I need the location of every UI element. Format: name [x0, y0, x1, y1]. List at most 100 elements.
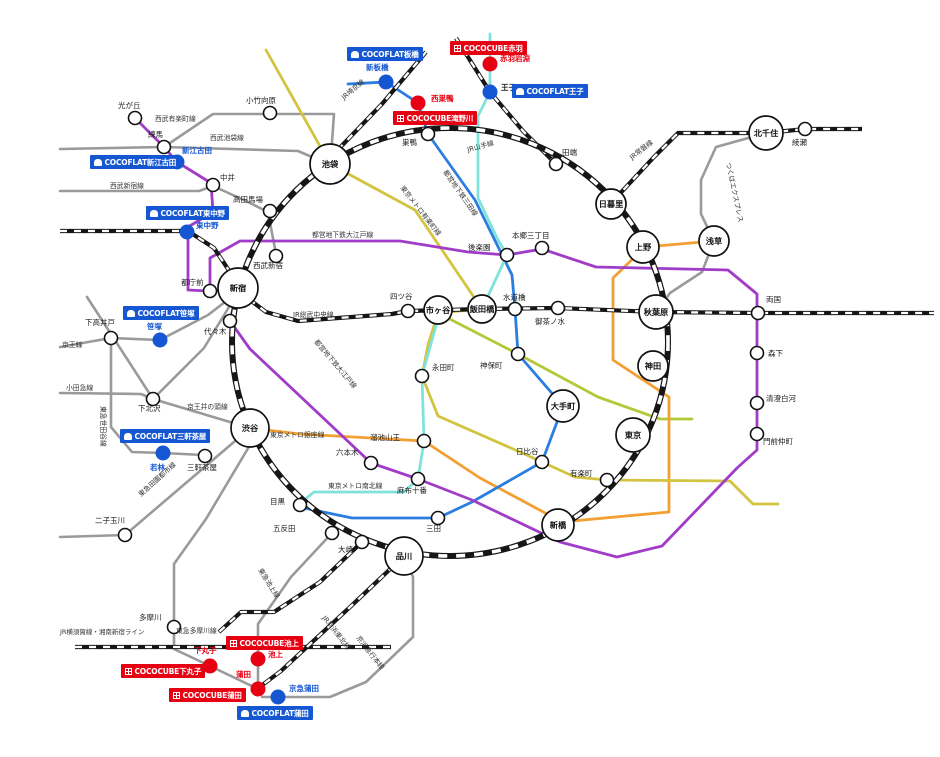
cocoflat-badge: COCOFLAT王子 [512, 84, 588, 98]
station-name-label: 巣鴨 [402, 137, 417, 147]
station-name-label: 麻布十番 [397, 485, 427, 495]
station-dot [166, 619, 182, 635]
line-yurakucho [264, 48, 780, 506]
station-dot [363, 455, 379, 471]
station-label: 飯田橋 [469, 304, 495, 314]
station-name-label: 御茶ノ水 [535, 316, 565, 326]
station-dot [467, 294, 497, 324]
cocoflat-logo-icon [241, 709, 249, 717]
badge-label: COCOFLAT三軒茶屋 [134, 431, 207, 441]
station-dot-blue [378, 74, 394, 90]
line-name-label: 東京メトロ銀座線 [270, 430, 325, 439]
station-dot-red [250, 681, 266, 697]
line-tokyu-tamagawa [172, 625, 260, 691]
station-dot-red [250, 651, 266, 667]
station-dot [430, 510, 446, 526]
station-name-label: 東中野 [196, 220, 219, 230]
station-label: 市ヶ谷 [426, 305, 451, 315]
station-name-label: 三軒茶屋 [187, 462, 217, 472]
station-dot [292, 497, 308, 513]
station-label: 北千住 [754, 128, 779, 138]
badge-label: COCOCUBE赤羽 [463, 43, 523, 53]
cocoflat-badge: COCOFLAT蒲田 [237, 706, 313, 720]
cococube-badge: COCOCUBE池上 [226, 636, 303, 650]
station-dot [637, 350, 669, 382]
station-dot-red [482, 56, 498, 72]
station-name-label: 神保町 [480, 360, 503, 370]
line-name-label: つくばエクスプレス [724, 162, 746, 224]
badge-label: COCOCUBE滝野川 [406, 113, 474, 123]
badge-label: COCOCUBE池上 [239, 638, 299, 648]
station-name-label: 四ツ谷 [390, 292, 413, 301]
station-name-label: 下丸子 [194, 645, 217, 655]
line-oedo-ring [208, 239, 759, 559]
line-name-label: 西武池袋線 [210, 133, 244, 142]
station-dot-red [410, 95, 426, 111]
station-dot [749, 395, 765, 411]
station-dot [384, 536, 424, 576]
badge-label: COCOFLAT笹塚 [137, 308, 195, 318]
cococube-badge: COCOCUBE下丸子 [121, 664, 205, 678]
line-name-label: 東急多摩川線 [176, 626, 217, 635]
station-name-label: 三田 [426, 524, 441, 533]
station-dot [202, 283, 218, 299]
station-label: 東京 [625, 430, 641, 440]
station-dot [420, 126, 436, 142]
station-label: 上野 [635, 242, 652, 252]
station-name-label: 練馬 [148, 129, 163, 139]
station-name-label: 二子玉川 [95, 516, 125, 525]
line-toyoko [172, 443, 252, 629]
station-name-label: 蒲田 [236, 669, 251, 679]
station-dot [548, 156, 564, 172]
station-name-label: 西巣鴨 [431, 93, 454, 103]
station-name-label: 笹塚 [147, 321, 162, 331]
station-dot [595, 188, 627, 220]
cocoflat-logo-icon [94, 158, 102, 166]
badge-label: COCOFLAT板橋 [361, 49, 419, 59]
cococube-badge: COCOCUBE滝野川 [393, 111, 477, 125]
station-dot [222, 313, 238, 329]
station-dot [510, 346, 526, 362]
line-name-label: JR山手線 [465, 138, 495, 154]
cocoflat-badge: COCOFLAT板橋 [347, 47, 423, 61]
station-name-label: 光が丘 [118, 100, 141, 110]
station-name-label: 京急蒲田 [289, 683, 319, 693]
station-name-label: 下北沢 [138, 404, 161, 413]
station-name-label: 王子 [501, 83, 516, 92]
station-dot-blue [482, 84, 498, 100]
station-dot [117, 527, 133, 543]
station-name-label: 両国 [766, 295, 781, 304]
station-name-label: 清澄白河 [766, 393, 796, 403]
station-name-label: 森下 [768, 348, 783, 358]
cococube-logo-icon [397, 114, 404, 122]
station-name-label: 有楽町 [570, 468, 593, 478]
station-label: 新宿 [230, 283, 246, 293]
line-name-label: 都営地下鉄大江戸線 [312, 230, 373, 239]
station-dot [534, 454, 550, 470]
cococube-badge: COCOCUBE蒲田 [169, 688, 246, 702]
station-dot [262, 203, 278, 219]
station-name-label: 門前仲町 [763, 436, 793, 446]
line-joban-dash [613, 127, 862, 201]
cocoflat-logo-icon [124, 432, 132, 440]
badge-label: COCOCUBE下丸子 [134, 666, 202, 676]
badge-label: COCOFLAT東中野 [160, 208, 226, 218]
station-name-label: 代々木 [204, 326, 227, 336]
station-name-label: 若林 [149, 462, 165, 472]
station-name-label: 田端 [562, 147, 577, 157]
line-name-label: JR横須賀線・湘南新宿ライン [59, 627, 144, 636]
station-dot [550, 300, 566, 316]
station-label: 大手町 [551, 401, 576, 411]
station-name-label: 水道橋 [503, 292, 526, 302]
station-dot [626, 230, 660, 264]
station-dot [534, 240, 550, 256]
cocoflat-logo-icon [150, 209, 158, 217]
station-label: 神田 [645, 361, 661, 371]
cocoflat-logo-icon [516, 87, 524, 95]
line-name-label: 東京メトロ有楽町線 [398, 184, 443, 238]
line-setagaya [109, 336, 205, 457]
line-name-label: 西武新宿線 [110, 181, 144, 190]
line-keihin-tohoku-north-dash [455, 37, 557, 165]
